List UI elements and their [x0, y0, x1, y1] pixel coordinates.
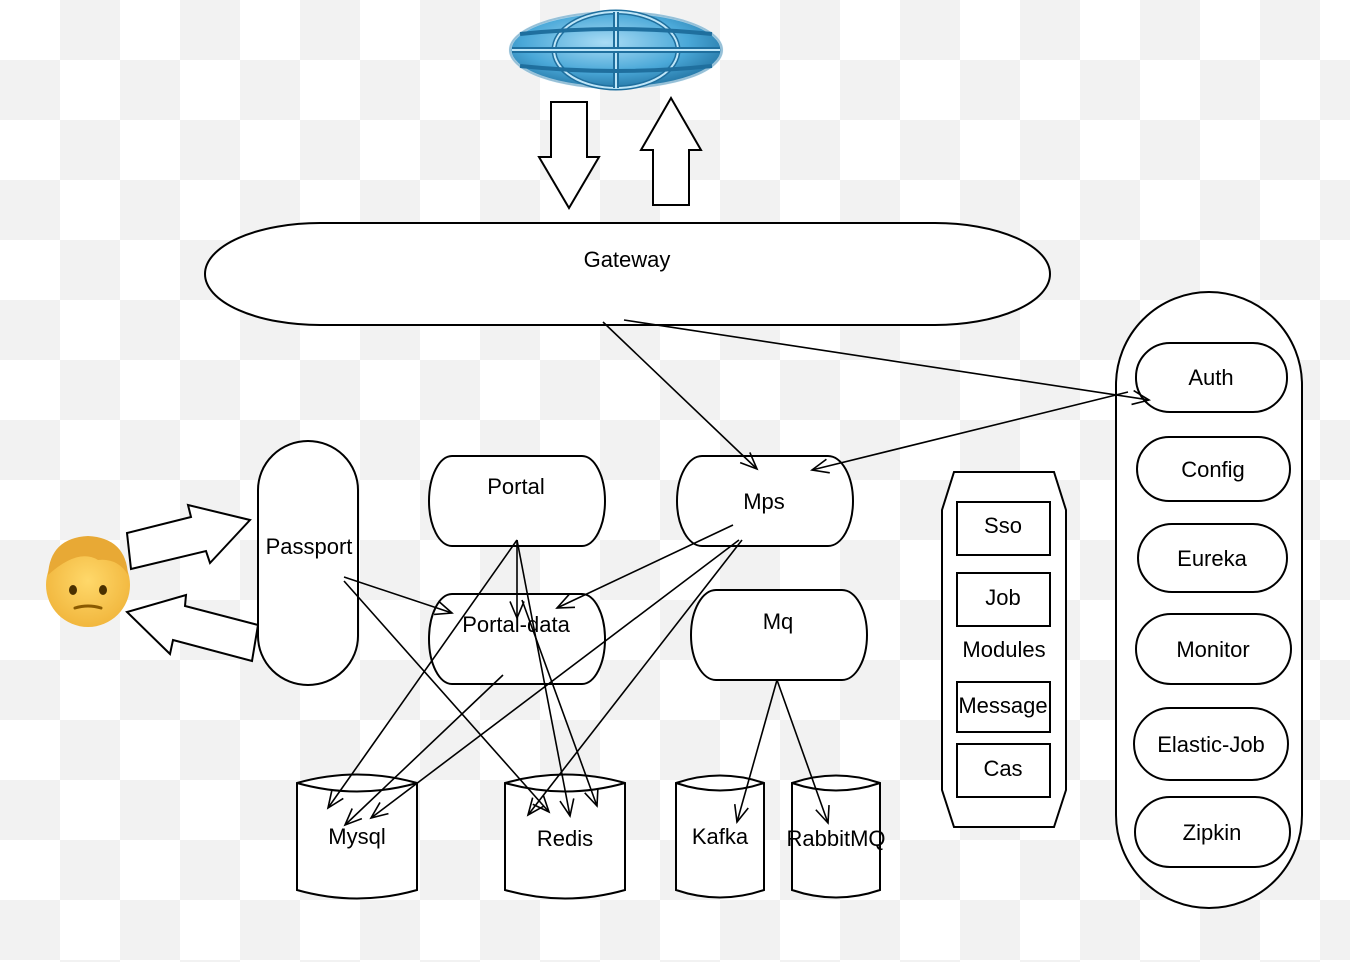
edge-passport-redis-line [343, 580, 550, 813]
user-request-arrow [125, 503, 252, 571]
edge-mps-mysql-arrowhead [369, 802, 389, 820]
edge-portal-mysql-arrowhead [326, 790, 344, 810]
module-item-cas: Cas [956, 743, 1051, 798]
edge-mps-portal-data-line [556, 524, 734, 609]
portal-node: Portal [428, 455, 606, 547]
edge-portal-redis-line [516, 539, 571, 817]
svg-text:Auth: Auth [1188, 365, 1233, 390]
mps-node: Mps [676, 455, 854, 547]
mysql-db: Mysql [296, 773, 418, 900]
edge-mps-portal-data-arrowhead [555, 594, 576, 609]
edge-portal-portal-data-arrowhead [509, 601, 525, 621]
kafka-queue: Kafka [675, 774, 765, 899]
kafka-label: Kafka [692, 824, 749, 849]
infra-item-monitor: Monitor [1135, 613, 1292, 685]
edge-mps-portal-data [555, 524, 734, 609]
module-item-message: Message [956, 681, 1051, 733]
edge-auth-mps-arrowhead [810, 458, 830, 474]
infra-group: Auth Config Eureka Monitor Elastic-Job Z… [1115, 291, 1303, 909]
edge-mq-rabbitmq [776, 679, 830, 825]
portal-label: Portal [487, 474, 544, 499]
edge-portal-data-mysql-arrowhead [343, 808, 363, 827]
modules-title: Modules [962, 637, 1045, 662]
redis-label: Redis [537, 826, 593, 851]
edge-passport-redis [343, 580, 551, 814]
edge-auth-mps-line [811, 391, 1129, 471]
user-response-arrow [125, 593, 260, 663]
edge-gateway-auth [623, 319, 1152, 406]
edge-gateway-mps-arrowhead [739, 452, 759, 471]
connector-edges [326, 319, 1152, 827]
edge-mps-mysql [369, 539, 740, 820]
edge-mps-mysql-line [370, 539, 740, 819]
svg-text:Cas: Cas [983, 756, 1022, 781]
gateway-node: Gateway [204, 222, 1051, 326]
module-item-job: Job [956, 572, 1051, 627]
mq-node: Mq [690, 589, 868, 681]
edge-mq-kafka [733, 679, 778, 824]
edge-mps-redis [526, 539, 743, 817]
edge-portal-portal-data [509, 540, 525, 621]
infra-item-eureka: Eureka [1137, 523, 1288, 593]
infra-item-zipkin: Zipkin [1134, 796, 1291, 868]
infra-item-config: Config [1136, 436, 1291, 502]
mysql-label: Mysql [328, 824, 385, 849]
svg-text:Message: Message [958, 693, 1047, 718]
edge-passport-portal-data [343, 576, 454, 616]
passport-node: Passport [257, 440, 359, 686]
edge-gateway-auth-line [623, 319, 1150, 401]
passport-label: Passport [266, 534, 353, 559]
svg-text:Eureka: Eureka [1177, 546, 1247, 571]
edge-portal-data-mysql-line [344, 674, 504, 826]
gateway-label: Gateway [584, 247, 671, 272]
svg-text:Elastic-Job: Elastic-Job [1157, 732, 1265, 757]
edge-portal-data-mysql [343, 674, 504, 827]
edge-mq-rabbitmq-line [776, 679, 829, 824]
rabbitmq-queue: RabbitMQ [786, 774, 886, 899]
svg-text:Sso: Sso [984, 513, 1022, 538]
edge-portal-redis [516, 539, 575, 819]
edge-mps-redis-line [527, 539, 743, 816]
infra-item-auth: Auth [1135, 342, 1288, 413]
edge-gateway-mps-line [602, 321, 758, 470]
mps-label: Mps [743, 489, 785, 514]
mq-label: Mq [763, 609, 794, 634]
edge-mps-redis-arrowhead [526, 797, 545, 817]
edge-mq-kafka-line [736, 679, 778, 823]
edge-portal-mysql-line [327, 539, 518, 809]
edge-passport-portal-data-line [343, 576, 453, 614]
edge-portal-redis-arrowhead [559, 798, 575, 819]
svg-text:Monitor: Monitor [1176, 637, 1249, 662]
infra-item-elastic-job: Elastic-Job [1133, 707, 1289, 781]
inbound-arrow [537, 101, 601, 210]
edge-portal-data-redis [521, 599, 599, 808]
edge-passport-redis-arrowhead [532, 794, 551, 814]
user-face-icon [46, 536, 130, 627]
outbound-arrow [639, 95, 703, 206]
modules-group: Modules Sso Job Message Cas [941, 471, 1067, 828]
edge-passport-portal-data-arrowhead [433, 600, 454, 616]
edge-portal-data-redis-arrowhead [584, 787, 599, 808]
svg-text:Config: Config [1181, 457, 1245, 482]
edge-gateway-auth-arrowhead [1131, 389, 1152, 406]
edge-portal-mysql [326, 539, 518, 810]
module-item-sso: Sso [956, 501, 1051, 556]
edge-gateway-mps [602, 321, 759, 471]
globe-icon [508, 9, 724, 91]
edge-mq-rabbitmq-arrowhead [815, 804, 830, 825]
svg-text:Job: Job [985, 585, 1020, 610]
edge-portal-data-redis-line [521, 599, 598, 807]
svg-text:Zipkin: Zipkin [1183, 820, 1242, 845]
edge-auth-mps [810, 391, 1129, 474]
edge-mq-kafka-arrowhead [733, 804, 749, 824]
rabbitmq-label: RabbitMQ [786, 826, 885, 851]
